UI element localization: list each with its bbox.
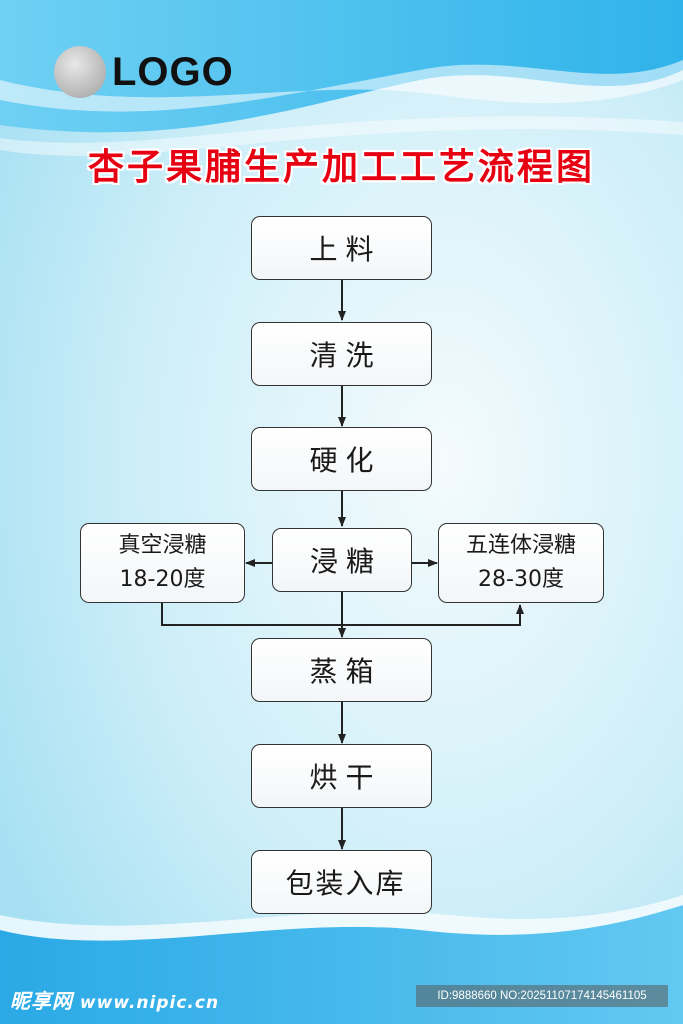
step-box-packing: 包装入库 bbox=[251, 850, 432, 914]
step-label: 硬化 bbox=[309, 444, 382, 477]
branch-temperature: 18-20度 bbox=[119, 567, 206, 592]
page-title: 杏子果脯生产加工工艺流程图 bbox=[87, 147, 595, 188]
logo-text: LOGO bbox=[112, 50, 234, 94]
image-id-badge: ID:9888660 NO:20251107174145461105 bbox=[416, 985, 668, 1007]
step-label: 浸糖 bbox=[309, 545, 382, 578]
step-label: 包装入库 bbox=[285, 867, 406, 900]
branch-box-five-unit-soak: 五连体浸糖 28-30度 bbox=[438, 523, 604, 603]
watermark-brand: 昵享网 www.nipic.cn bbox=[10, 985, 219, 1014]
step-box-sugar-soak: 浸糖 bbox=[272, 528, 412, 592]
step-box-hardening: 硬化 bbox=[251, 427, 432, 491]
watermark-url: www.nipic.cn bbox=[79, 993, 220, 1013]
branch-temperature: 28-30度 bbox=[478, 567, 564, 592]
step-label: 上料 bbox=[309, 233, 382, 266]
step-label: 烘干 bbox=[309, 761, 382, 794]
step-box-drying: 烘干 bbox=[251, 744, 432, 808]
step-label: 清洗 bbox=[309, 339, 382, 372]
logo-circle-icon bbox=[54, 46, 106, 98]
step-box-washing: 清洗 bbox=[251, 322, 432, 386]
branch-title: 真空浸糖 bbox=[118, 533, 207, 558]
branch-box-vacuum-soak: 真空浸糖 18-20度 bbox=[80, 523, 245, 603]
step-box-feeding: 上料 bbox=[251, 216, 432, 280]
watermark-cn: 昵享网 bbox=[10, 989, 73, 1013]
step-label: 蒸箱 bbox=[309, 655, 382, 688]
branch-title: 五连体浸糖 bbox=[465, 533, 576, 558]
step-box-steaming: 蒸箱 bbox=[251, 638, 432, 702]
